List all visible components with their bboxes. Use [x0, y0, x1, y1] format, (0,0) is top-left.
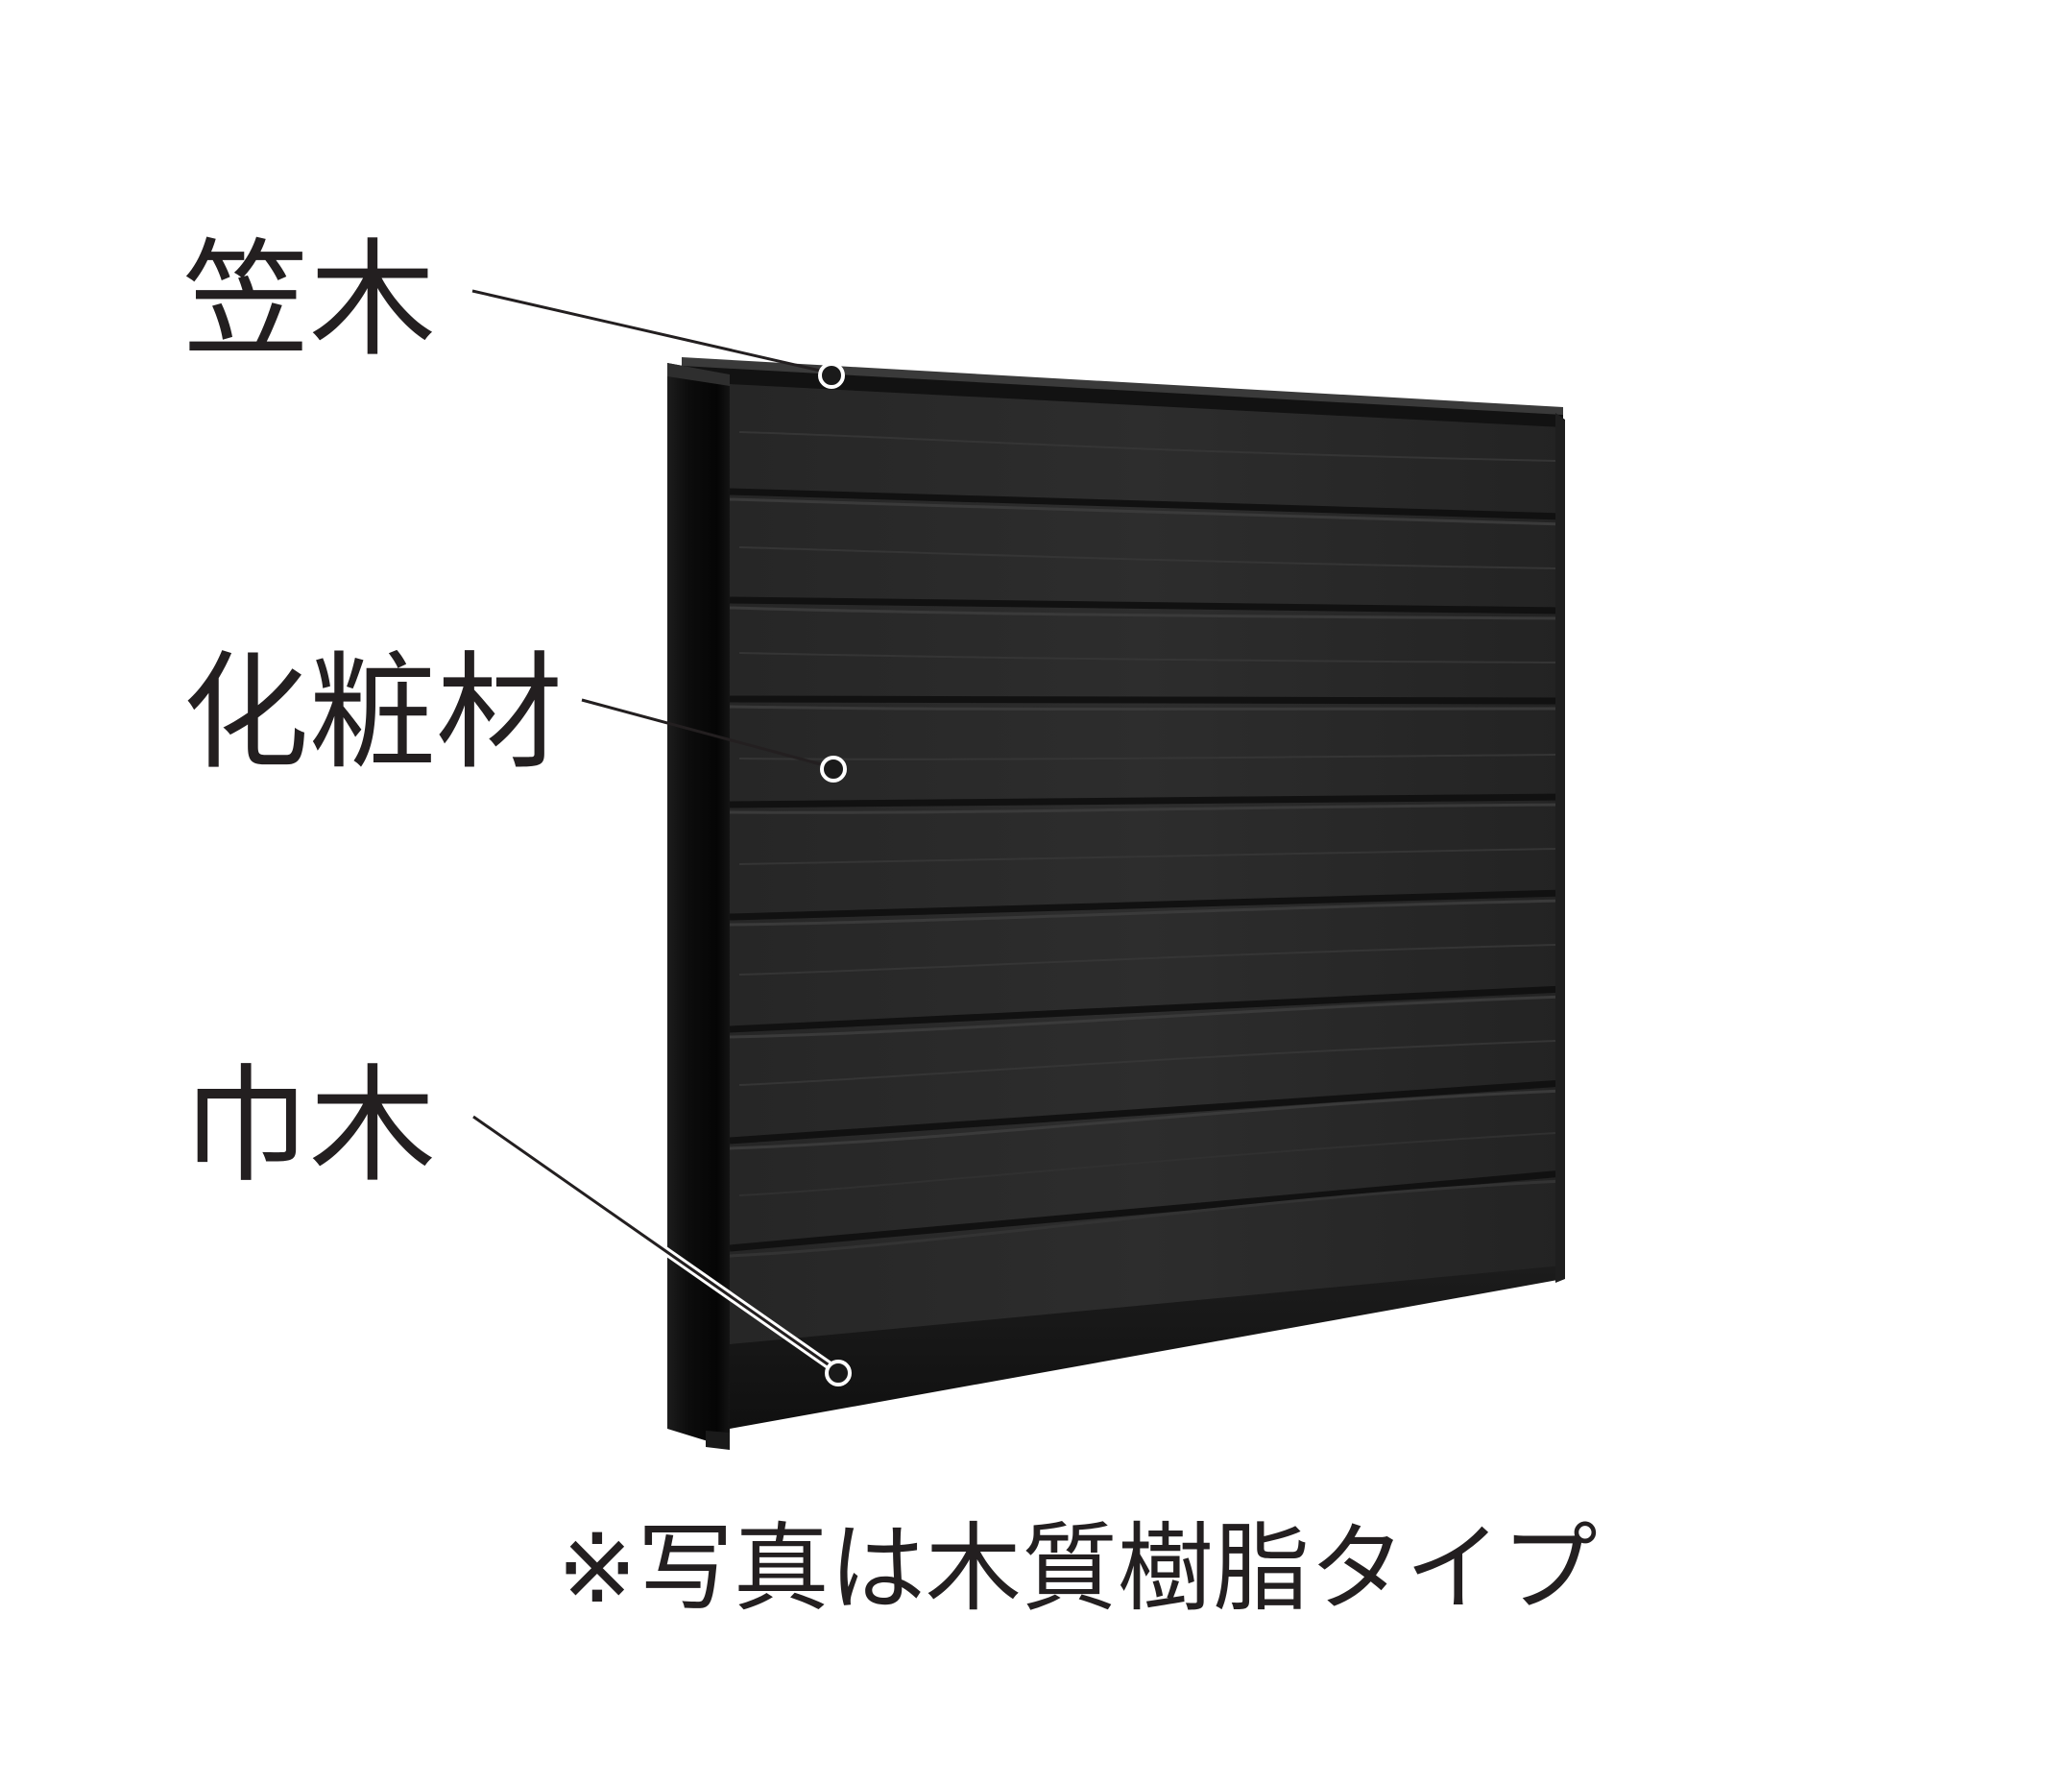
left-post [667, 363, 730, 1448]
label-kasagi: 笠木 [182, 227, 436, 374]
top-rail-kasagi [682, 362, 1563, 427]
photo-note: ※写真は木質樹脂タイプ [557, 1512, 1598, 1625]
fence-panel-photo [667, 357, 1565, 1450]
label-keshouzai: 化粧材 [182, 639, 563, 787]
leader-line-keshouzai [581, 698, 832, 769]
callout-dot-keshouzai [820, 756, 847, 783]
callout-dots [818, 362, 852, 1386]
wood-grain-slats [730, 431, 1563, 1258]
label-habaki: 巾木 [182, 1052, 436, 1200]
leader-line-kasagi [471, 289, 830, 374]
callout-dot-kasagi [818, 362, 845, 389]
leader-lines [470, 289, 836, 1372]
callout-dot-habaki [825, 1360, 852, 1386]
base-rail-habaki [730, 1266, 1563, 1429]
